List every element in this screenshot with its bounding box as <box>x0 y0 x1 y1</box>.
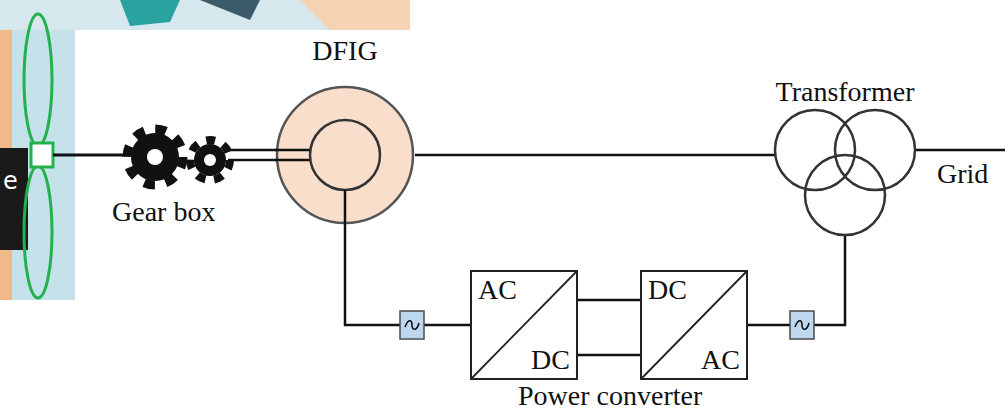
winding-circle <box>775 110 855 190</box>
turbine-blade <box>24 14 52 146</box>
converter-text: DC <box>531 344 570 376</box>
turbine-hub <box>31 143 53 167</box>
node-heading: Transformer <box>776 76 915 108</box>
filter-symbol <box>795 321 809 330</box>
transformer-windings <box>775 110 915 235</box>
grid-wire <box>914 149 1005 152</box>
background-fragment <box>120 0 180 26</box>
generator-shaft <box>228 149 276 152</box>
rotor-lead <box>344 190 347 225</box>
converter-text: AC <box>701 344 740 376</box>
converter-box: DC AC <box>640 270 748 380</box>
generator-circle: DFIG <box>275 85 415 225</box>
winding-circle <box>805 155 885 235</box>
background-fragment <box>0 30 75 300</box>
background-fragment <box>300 0 410 30</box>
gear-teeth <box>190 140 230 180</box>
node-heading: DFIG <box>312 35 377 67</box>
converter-diagonal <box>471 271 577 379</box>
turbine-blade <box>24 166 52 298</box>
gear-hole <box>204 154 216 166</box>
gear-teeth <box>127 129 183 185</box>
wire-connector <box>578 300 640 355</box>
gear-hole <box>147 149 163 165</box>
gear <box>131 133 179 181</box>
wire-connector <box>345 225 470 325</box>
generator-symbol <box>275 85 415 225</box>
filter-symbol <box>790 311 814 339</box>
rotor-circle <box>310 120 380 190</box>
converter-border <box>471 271 577 379</box>
background-fragment <box>0 0 410 30</box>
converter-diagonal <box>641 271 747 379</box>
converter-border <box>641 271 747 379</box>
generator-shaft <box>275 159 310 162</box>
generator-shaft <box>228 159 276 162</box>
filter-symbol <box>405 321 419 330</box>
converter-text: DC <box>648 274 687 306</box>
winding-circle <box>835 110 915 190</box>
power-converter-label: Power converter <box>518 380 702 410</box>
grid-label: Grid <box>937 158 988 190</box>
transformer-symbol: Transformer <box>775 110 915 235</box>
gear <box>194 144 226 176</box>
background-fragment-text: e <box>3 168 18 196</box>
background-fragment <box>200 0 260 20</box>
filter-symbol <box>400 311 424 339</box>
generator-shaft <box>275 149 310 152</box>
converter-text: AC <box>478 274 517 306</box>
wire-connector <box>415 154 775 157</box>
gear-box-label: Gear box <box>112 196 215 228</box>
converter-box: AC DC <box>470 270 578 380</box>
